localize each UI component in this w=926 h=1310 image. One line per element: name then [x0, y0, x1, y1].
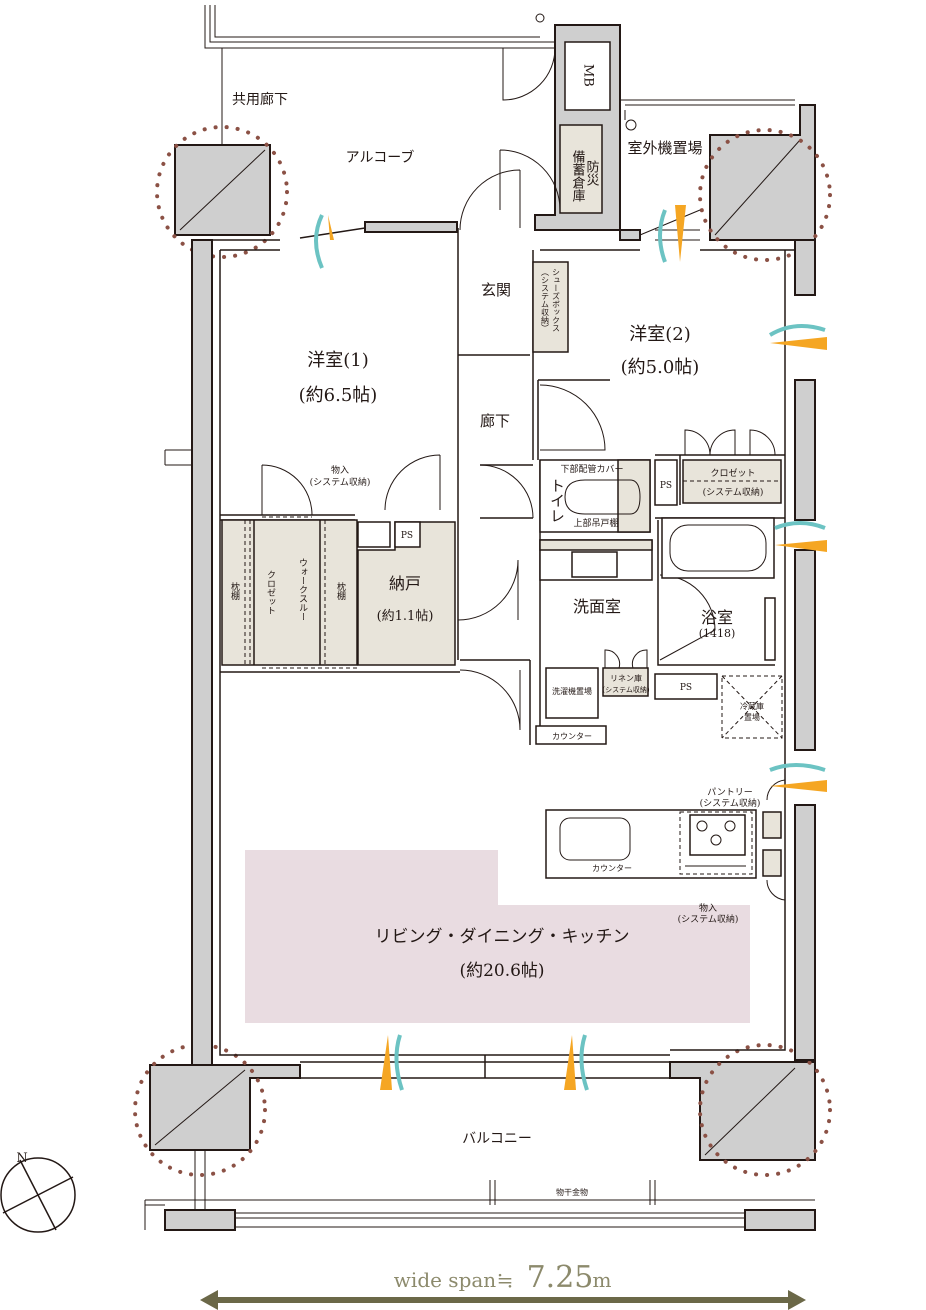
compass-icon: N [0, 1151, 76, 1233]
ldk-area [245, 850, 750, 1023]
label-walk-through: ウォークスルー [297, 558, 308, 621]
pillar-marker [698, 128, 832, 262]
label-disaster-storage-1: 防災 [584, 159, 600, 186]
label-western-room-1: 洋室(1) [307, 350, 369, 371]
label-ldk-size: (約20.6帖) [459, 961, 544, 981]
label-counter-1: カウンター [552, 732, 592, 741]
label-common-corridor: 共用廊下 [232, 91, 288, 108]
label-toilet: トイレ [548, 478, 566, 523]
linen-storage [602, 667, 649, 697]
label-alcove: アルコーブ [346, 149, 415, 166]
label-storeroom-size: (約1.1帖) [377, 609, 434, 624]
label-western-room-2-size: (約5.0帖) [621, 357, 700, 378]
label-storeroom: 納戸 [389, 574, 421, 593]
disaster-storage [559, 124, 603, 214]
label-pantry: パントリー [707, 787, 752, 798]
shoe-box [532, 261, 569, 353]
wide-span-indicator: wide span ≒ 7.25 m [200, 1260, 806, 1310]
label-outdoor-unit: 室外機置場 [627, 139, 702, 157]
compass-north-label: N [16, 1151, 27, 1166]
mb [564, 41, 611, 111]
ps-3 [654, 673, 718, 700]
span-arrow-icon [200, 1290, 806, 1310]
label-storage-a: 物入 [331, 464, 349, 476]
label-hallway: 廊下 [480, 412, 510, 430]
span-value: 7.25 [527, 1260, 594, 1295]
label-pipe-cover: 下部配管カバー [560, 463, 623, 475]
storeroom [357, 521, 456, 666]
label-laundry: 洗濯機置場 [552, 686, 592, 696]
column-bottom-right [669, 1061, 816, 1161]
span-unit: m [593, 1268, 612, 1292]
laundry-space [545, 667, 599, 719]
label-bathroom-size: (1418) [699, 627, 736, 640]
pantry [762, 811, 782, 839]
label-ps-3: PS [680, 683, 692, 693]
pillar-marker [133, 1043, 267, 1177]
label-drying-hardware: 物干金物 [556, 1187, 588, 1197]
label-ps-2: PS [401, 531, 413, 541]
span-approx: ≒ [497, 1268, 514, 1292]
label-upper-cabinet: 上部吊戸棚 [573, 517, 618, 529]
label-fridge-2: 置場 [744, 712, 760, 722]
counter-washroom [535, 725, 607, 745]
label-washroom: 洗面室 [573, 597, 621, 616]
label-storage-b: 物入 [699, 902, 717, 914]
pillar-marker [155, 125, 289, 259]
label-mb: MB [581, 64, 596, 87]
label-western-room-2: 洋室(2) [629, 324, 691, 345]
label-pillow-shelf-right: 枕棚 [335, 581, 346, 601]
bathtub [661, 517, 775, 579]
column-bottom-left [149, 1064, 301, 1151]
label-counter-2: カウンター [592, 864, 632, 873]
fridge-space [721, 675, 783, 739]
interior-walls [220, 228, 785, 745]
label-shoe-box-sub: （システム収納） [541, 268, 550, 332]
label-ps-1: PS [660, 481, 672, 491]
label-closet: クロゼット [710, 467, 755, 479]
label-disaster-storage-2: 備蓄倉庫 [570, 149, 586, 202]
ps-storeroom [394, 521, 421, 548]
label-closet-sub: (システム収納) [703, 486, 764, 498]
label-linen: リネン庫 [610, 673, 642, 683]
label-fridge-1: 冷蔵庫 [740, 701, 764, 711]
label-linen-sub: (システム収納) [602, 685, 650, 694]
storage-b [762, 849, 782, 877]
span-label: wide span [394, 1268, 497, 1292]
label-pantry-sub: (システム収納) [700, 797, 761, 809]
exterior-walls [144, 221, 816, 1231]
label-ldk: リビング・ダイニング・キッチン [375, 927, 630, 947]
label-shoe-box: シューズボックス [552, 268, 561, 332]
label-western-room-1-size: (約6.5帖) [299, 385, 378, 406]
ventilation-icon [314, 205, 827, 1091]
label-storage-a-sub: (システム収納) [310, 476, 371, 488]
storage-a [357, 521, 391, 548]
label-pillow-shelf-left: 枕棚 [229, 581, 240, 601]
label-wic-closet: クロゼット [265, 570, 276, 615]
label-balcony: バルコニー [462, 1131, 532, 1147]
pillar-marker [698, 1043, 832, 1177]
label-bathroom: 浴室 [701, 608, 733, 627]
ps-toilet [654, 459, 678, 506]
label-entrance: 玄関 [481, 281, 511, 299]
label-storage-b-sub: (システム収納) [678, 913, 739, 925]
column-top-right [709, 104, 816, 241]
